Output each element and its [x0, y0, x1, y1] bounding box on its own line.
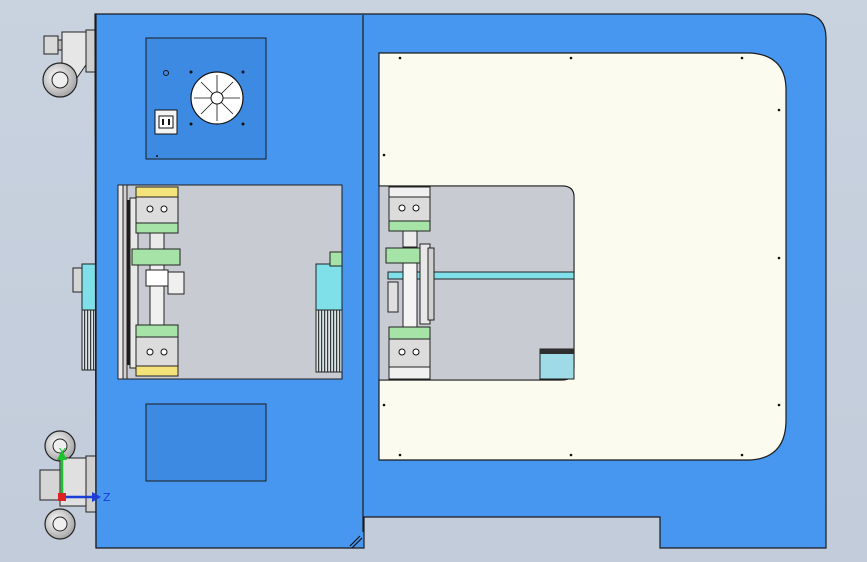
axis-triad: Y Z [57, 446, 111, 504]
fan-icon [189, 70, 245, 126]
right-window [378, 185, 575, 381]
z-axis-label: Z [103, 491, 111, 504]
left-cylinder [72, 263, 99, 371]
access-plate [145, 403, 267, 482]
indicator-icon [163, 70, 169, 76]
caster-top-left [42, 29, 97, 98]
caster-bottom-left [39, 430, 97, 540]
y-axis-label: Y [58, 446, 66, 459]
power-socket-icon [154, 109, 178, 135]
left-window [117, 184, 343, 380]
origin-marker [58, 493, 66, 501]
control-panel [145, 37, 267, 160]
hinge-mark [349, 535, 363, 549]
